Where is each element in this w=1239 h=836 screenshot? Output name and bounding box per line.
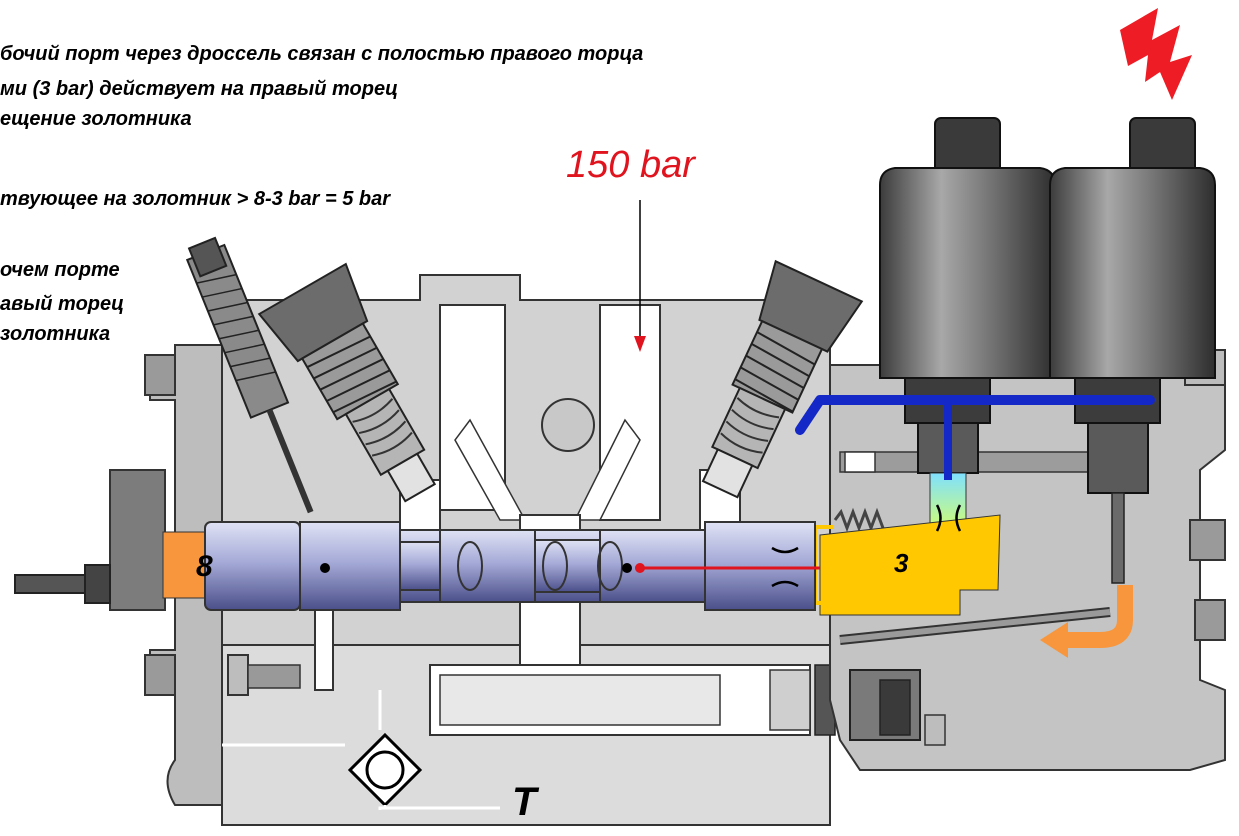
spool	[204, 521, 816, 611]
right-chamber-label: 3	[894, 548, 909, 578]
note-line-7: золотника	[0, 323, 111, 345]
solenoid-right	[1049, 117, 1216, 584]
tank-label: T	[512, 780, 537, 824]
right-pressure-chamber	[819, 514, 1001, 616]
drain-arrow	[1060, 585, 1133, 648]
pilot-line	[795, 395, 1155, 480]
throttle-icon-pilot	[935, 504, 962, 532]
note-line-5: очем порте	[0, 259, 120, 281]
tank-pipe	[378, 806, 500, 810]
drain-arrowhead	[1040, 622, 1068, 658]
throttle-icon	[771, 546, 799, 588]
note-line-4: твующее на золотник > 8-3 bar = 5 bar	[0, 188, 391, 210]
note-line-1: бочий порт через дроссель связан с полос…	[0, 43, 644, 65]
note-line-6: авый торец	[0, 293, 125, 315]
left-relief-cartridge	[257, 262, 437, 503]
note-line-2: ми (3 bar) действует на правый торец	[0, 78, 399, 100]
pilot-adjuster	[185, 236, 314, 514]
right-relief-cartridge	[701, 259, 864, 499]
pressure-label: 150 bar	[566, 144, 695, 186]
note-line-3: ещение золотника	[0, 108, 192, 130]
lightning-bolt-icon	[1120, 8, 1192, 100]
signal-line-dot	[635, 563, 645, 573]
pressure-arrowhead	[634, 336, 646, 352]
left-chamber-label: 8	[196, 550, 213, 583]
